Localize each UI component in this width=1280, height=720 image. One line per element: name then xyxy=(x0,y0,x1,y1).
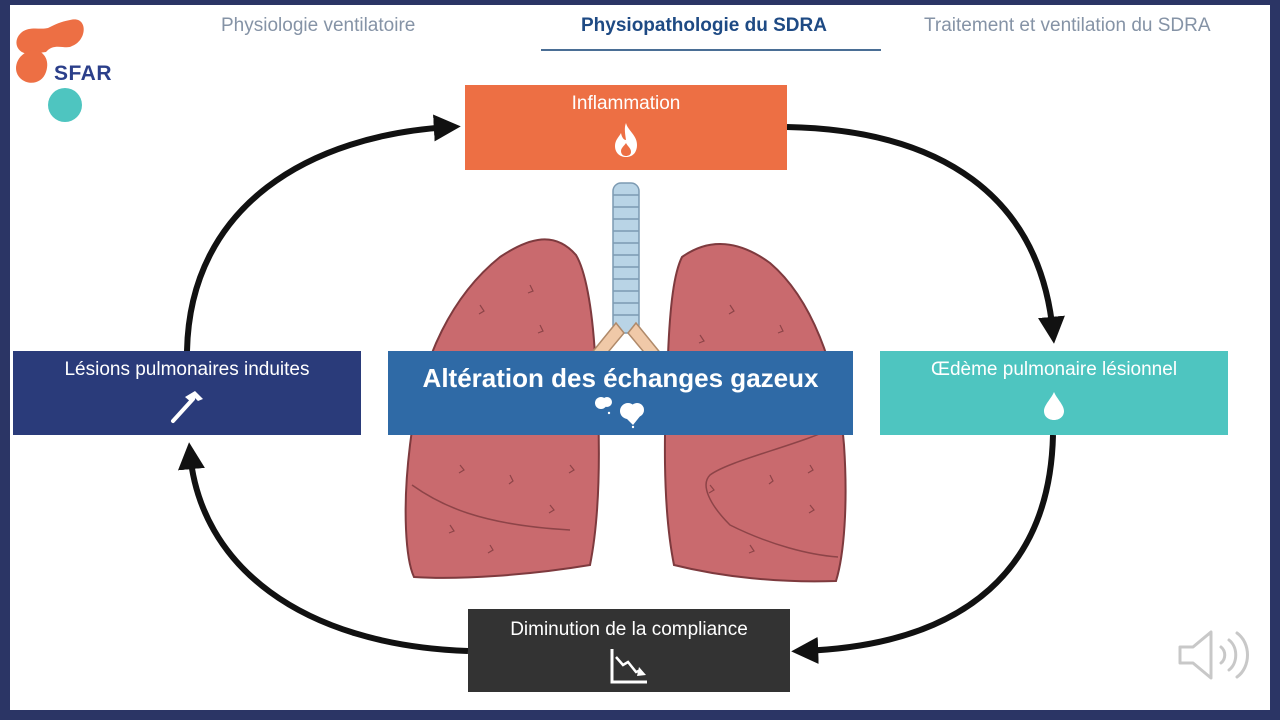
slide: SFAR Physiologie ventilatoire Physiopath… xyxy=(10,5,1270,710)
hammer-icon xyxy=(167,389,207,430)
tab-traitement-ventilation-sdra[interactable]: Traitement et ventilation du SDRA xyxy=(924,15,1211,36)
tab-physiologie-ventilatoire[interactable]: Physiologie ventilatoire xyxy=(221,15,416,36)
logo-text: SFAR xyxy=(54,62,113,85)
flame-icon xyxy=(613,121,639,164)
inflammation-box: Inflammation xyxy=(465,85,787,170)
alteration-box: Altération des échanges gazeux xyxy=(388,351,853,435)
arrow-compliance-to-lesions xyxy=(178,442,469,654)
speaker-icon[interactable] xyxy=(1175,625,1255,685)
diagram-art xyxy=(178,114,1065,664)
tab-physiopathologie-sdra[interactable]: Physiopathologie du SDRA xyxy=(581,15,827,36)
oedeme-box: Œdème pulmonaire lésionnel xyxy=(880,351,1228,435)
droplet-icon xyxy=(1043,391,1065,426)
gas-bubbles-icon xyxy=(593,397,649,434)
arrow-inflammation-to-oedeme xyxy=(786,124,1065,344)
oedeme-label: Œdème pulmonaire lésionnel xyxy=(930,359,1178,380)
declining-chart-icon xyxy=(609,647,649,690)
sfar-logo: SFAR xyxy=(10,10,130,130)
arrow-oedeme-to-compliance xyxy=(791,434,1056,664)
active-tab-underline xyxy=(541,49,881,51)
inflammation-label: Inflammation xyxy=(571,93,681,114)
lesions-box: Lésions pulmonaires induites xyxy=(13,351,361,435)
compliance-box: Diminution de la compliance xyxy=(468,609,790,692)
lesions-label: Lésions pulmonaires induites xyxy=(64,359,310,380)
compliance-label: Diminution de la compliance xyxy=(510,619,748,640)
alteration-label: Altération des échanges gazeux xyxy=(422,363,819,393)
arrow-lesions-to-inflammation xyxy=(184,114,461,352)
logo-shapes xyxy=(16,19,84,122)
